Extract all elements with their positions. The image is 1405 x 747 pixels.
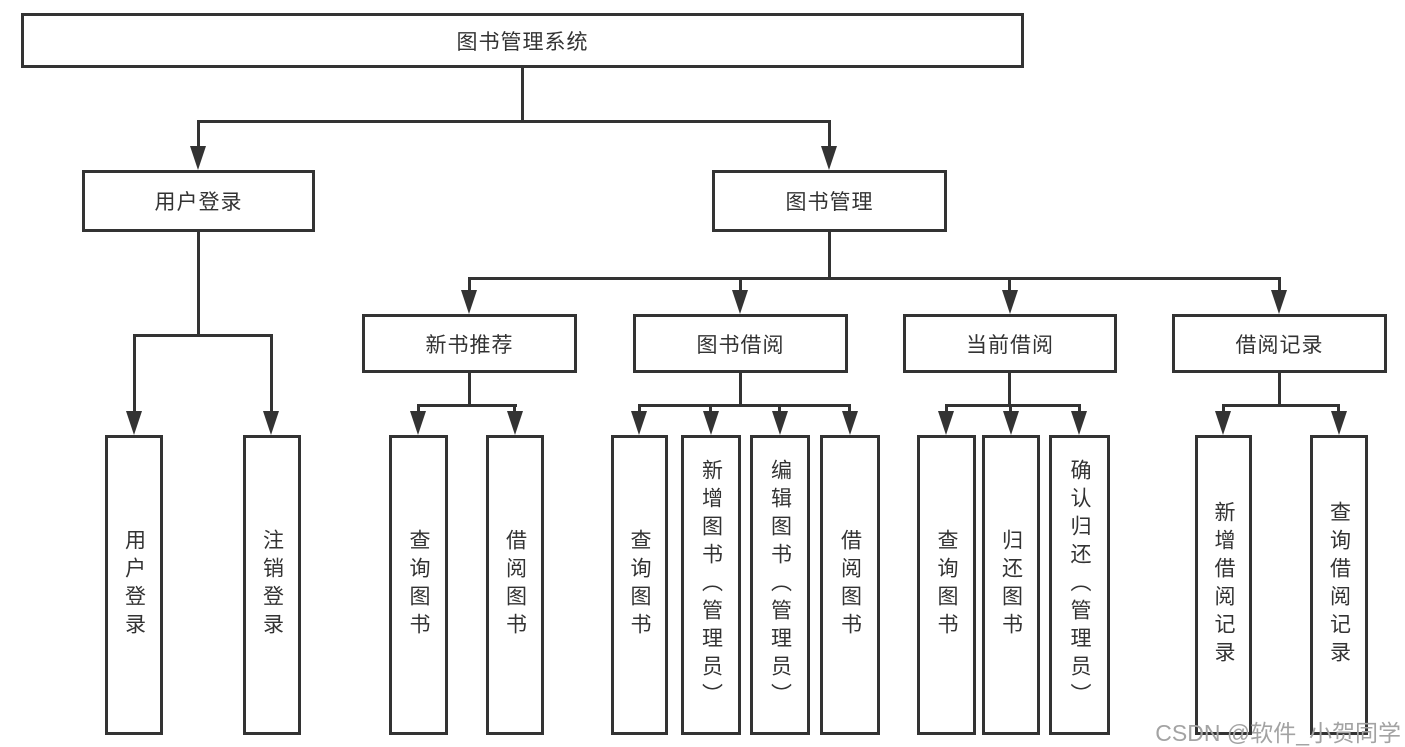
connector-line (739, 277, 742, 297)
leaf-query-books-current: 查询图书 (917, 435, 976, 735)
connector-line (197, 232, 200, 334)
connector-line (945, 404, 1080, 407)
leaf-query-books-newbook: 查询图书 (389, 435, 448, 735)
connector-line (638, 404, 851, 407)
connector-line (828, 232, 831, 277)
connector-arrowhead (190, 146, 206, 170)
node-root-book-management-system: 图书管理系统 (21, 13, 1024, 68)
connector-arrowhead (1331, 411, 1347, 435)
connector-arrowhead (938, 411, 954, 435)
leaf-label: 借阅图书 (838, 529, 862, 641)
node-user-login: 用户登录 (82, 170, 315, 232)
leaf-label: 借阅图书 (503, 529, 527, 641)
connector-line (468, 277, 1281, 280)
node-label: 用户登录 (154, 191, 243, 214)
node-label: 新书推荐 (425, 333, 514, 357)
node-label: 借阅记录 (1235, 333, 1324, 357)
connector-line (468, 373, 471, 404)
connector-line (133, 334, 273, 337)
connector-line (468, 277, 471, 297)
connector-arrowhead (1002, 290, 1018, 314)
node-label: 图书管理系统 (456, 30, 589, 54)
connector-line (1222, 404, 1339, 407)
leaf-logout: 注销登录 (243, 435, 301, 735)
connector-arrowhead (507, 411, 523, 435)
leaf-edit-books-admin: 编辑图书（管理员） (750, 435, 810, 735)
leaf-label: 注销登录 (260, 529, 284, 641)
connector-line (417, 404, 517, 407)
leaf-label: 查询图书 (628, 529, 651, 641)
node-book-borrowing: 图书借阅 (633, 314, 848, 373)
node-label: 当前借阅 (966, 333, 1054, 357)
leaf-user-login: 用户登录 (105, 435, 163, 735)
connector-line (513, 404, 516, 416)
leaf-borrow-books-newbook: 借阅图书 (486, 435, 544, 735)
connector-line (1278, 373, 1281, 404)
connector-arrowhead (842, 411, 858, 435)
leaf-label: 查询图书 (407, 529, 430, 641)
connector-line (521, 68, 524, 120)
connector-line (270, 334, 273, 414)
leaf-query-borrow-record: 查询借阅记录 (1310, 435, 1368, 735)
connector-line (739, 373, 742, 404)
node-new-book-recommendation: 新书推荐 (362, 314, 577, 373)
leaf-label: 归还图书 (999, 529, 1023, 641)
leaf-add-borrow-record: 新增借阅记录 (1195, 435, 1252, 735)
connector-line (1337, 404, 1340, 416)
leaf-query-books-borrow: 查询图书 (611, 435, 668, 735)
connector-arrowhead (1003, 411, 1019, 435)
connector-line (848, 404, 851, 416)
connector-line (197, 120, 831, 123)
node-label: 图书管理 (785, 191, 874, 214)
connector-line (778, 404, 781, 416)
connector-line (1278, 277, 1281, 297)
csdn-watermark: CSDN @软件_小贺同学 (1155, 720, 1401, 746)
leaf-label: 查询借阅记录 (1327, 501, 1351, 669)
connector-arrowhead (732, 290, 748, 314)
connector-line (417, 404, 420, 416)
connector-line (133, 334, 136, 414)
leaf-label: 编辑图书（管理员） (768, 459, 792, 711)
connector-line (197, 120, 200, 152)
node-book-management: 图书管理 (712, 170, 947, 232)
connector-arrowhead (1071, 411, 1087, 435)
connector-line (945, 404, 948, 416)
connector-arrowhead (410, 411, 426, 435)
node-label: 图书借阅 (696, 333, 785, 357)
connector-line (1008, 277, 1011, 297)
leaf-label: 新增图书（管理员） (699, 459, 723, 711)
leaf-label: 新增借阅记录 (1212, 501, 1235, 669)
connector-arrowhead (703, 411, 719, 435)
connector-line (638, 404, 641, 416)
connector-arrowhead (1215, 411, 1231, 435)
connector-line (1078, 404, 1081, 416)
node-borrowing-records: 借阅记录 (1172, 314, 1387, 373)
leaf-borrow-books: 借阅图书 (820, 435, 880, 735)
leaf-label: 查询图书 (935, 529, 958, 641)
connector-line (709, 404, 712, 416)
connector-arrowhead (821, 146, 837, 170)
connector-line (1222, 404, 1225, 416)
connector-arrowhead (631, 411, 647, 435)
connector-line (1009, 404, 1012, 416)
node-current-borrowing: 当前借阅 (903, 314, 1117, 373)
leaf-label: 确认归还（管理员） (1068, 459, 1091, 711)
leaf-confirm-return-admin: 确认归还（管理员） (1049, 435, 1110, 735)
leaf-return-books: 归还图书 (982, 435, 1040, 735)
connector-arrowhead (461, 290, 477, 314)
connector-arrowhead (1271, 290, 1287, 314)
connector-line (1008, 373, 1011, 404)
connector-arrowhead (263, 411, 279, 435)
connector-line (828, 120, 831, 152)
connector-arrowhead (772, 411, 788, 435)
connector-arrowhead (126, 411, 142, 435)
leaf-add-books-admin: 新增图书（管理员） (681, 435, 741, 735)
leaf-label: 用户登录 (122, 529, 146, 641)
